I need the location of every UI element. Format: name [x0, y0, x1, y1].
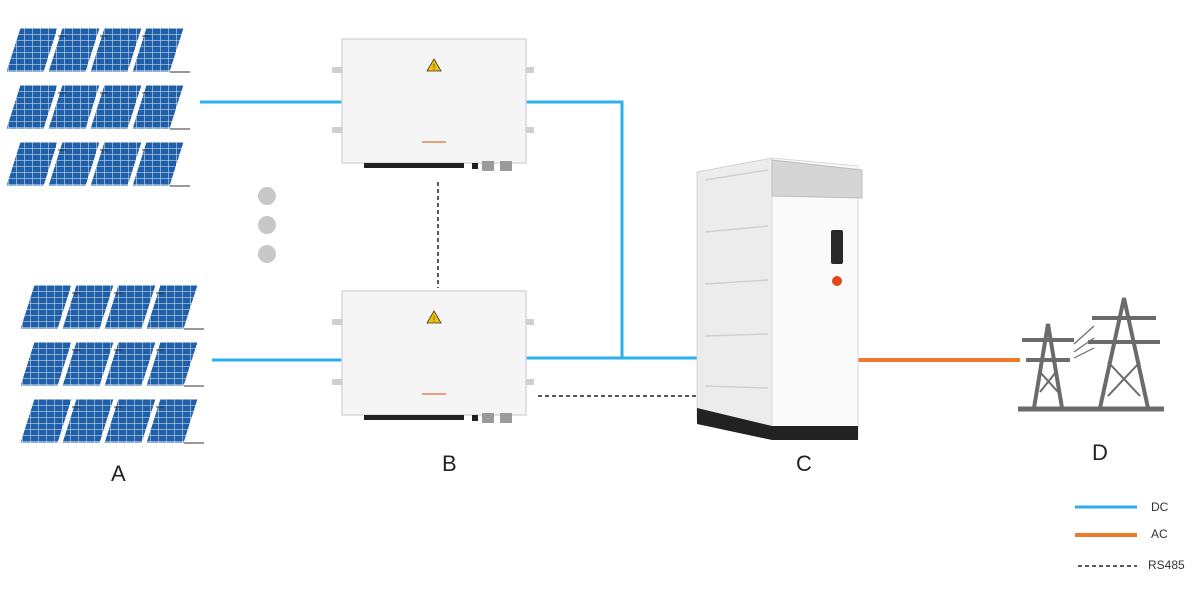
pv-array-lower — [19, 284, 205, 444]
legend-label-rs485: RS485 — [1148, 558, 1185, 572]
battery-cabinet — [696, 157, 863, 440]
dc-line-upper-combiner — [526, 100, 624, 358]
legend — [1075, 505, 1137, 567]
ellipsis-dot — [258, 216, 276, 234]
label-combiner-box: B — [442, 451, 457, 476]
ellipsis-dot — [258, 245, 276, 263]
rs485-connections — [437, 182, 698, 397]
legend-label-dc: DC — [1151, 500, 1169, 514]
legend-label-ac: AC — [1151, 527, 1168, 541]
label-battery-cabinet: C — [796, 451, 812, 476]
transmission-tower-icon — [1018, 297, 1164, 412]
pv-array-upper — [5, 27, 191, 187]
dc-connections — [200, 100, 706, 362]
label-pv-array: A — [111, 461, 126, 486]
combiner-box-lower — [331, 290, 535, 424]
combiner-box-upper — [331, 38, 535, 172]
label-grid: D — [1092, 440, 1108, 465]
ellipsis-dot — [258, 187, 276, 205]
ellipsis-dots — [258, 187, 276, 263]
